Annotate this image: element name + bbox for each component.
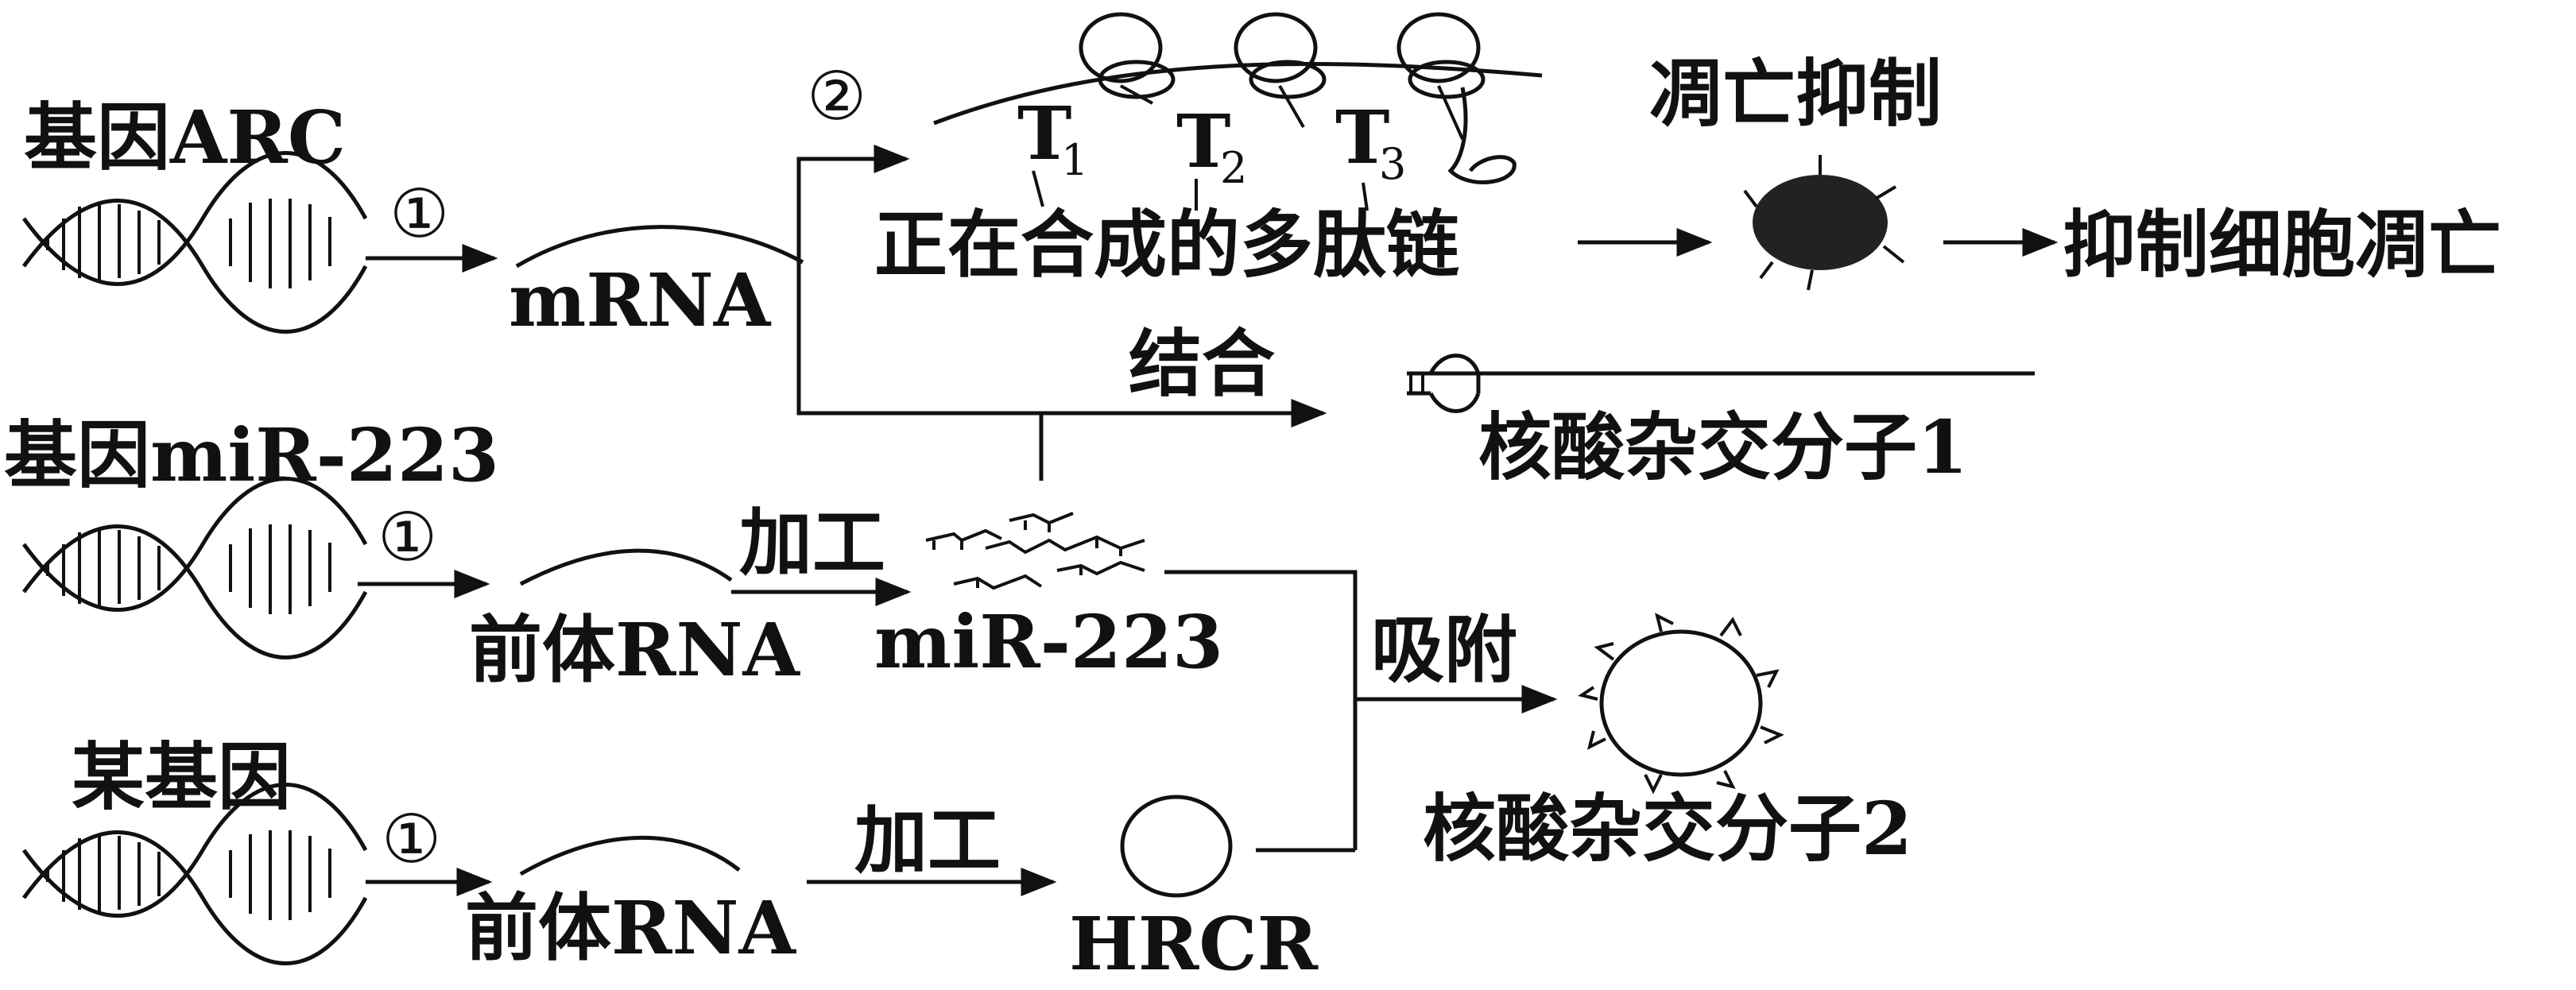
polypeptide-coil-icon bbox=[1447, 87, 1517, 184]
mrna-with-ribosomes bbox=[933, 62, 1543, 126]
step-2-mark: ② bbox=[807, 57, 866, 135]
peptide-label: 正在合成的多肽链 bbox=[874, 202, 1459, 288]
adsorb-label: 吸附 bbox=[1371, 607, 1517, 693]
dna-helix-icon bbox=[21, 783, 368, 965]
precursor-rna-strand bbox=[519, 835, 741, 876]
folded-protein-icon bbox=[1743, 155, 1905, 291]
bind-arrow bbox=[796, 310, 1327, 427]
trna-3-subscript: 3 bbox=[1379, 139, 1406, 189]
trna-icon bbox=[1032, 84, 1464, 211]
precursor-rna-strand bbox=[519, 548, 733, 586]
trna-1-label: T bbox=[1017, 91, 1071, 176]
step-1-mark: ① bbox=[389, 175, 449, 253]
bind-label: 结合 bbox=[1129, 321, 1275, 407]
translation-arrow bbox=[796, 145, 910, 310]
hrcr-circle-icon bbox=[1120, 795, 1233, 898]
ribosome-icon bbox=[1079, 12, 1486, 99]
gene-mir-label: 基因miR-223 bbox=[4, 412, 499, 498]
mrna-label: mRNA bbox=[509, 257, 772, 343]
dna-helix-icon bbox=[21, 477, 368, 659]
inhibit-apoptosis-label: 抑制细胞凋亡 bbox=[2063, 202, 2501, 288]
step-1-mark: ① bbox=[382, 800, 441, 878]
trna-3-label: T bbox=[1335, 95, 1389, 180]
step-1-mark: ① bbox=[378, 498, 437, 576]
mir-223-fragments-icon bbox=[925, 512, 1145, 590]
trna-1-subscript: 1 bbox=[1061, 135, 1088, 185]
dna-helix-icon bbox=[21, 151, 368, 334]
trna-2-subscript: 2 bbox=[1220, 143, 1247, 193]
trna-2-label: T bbox=[1176, 99, 1230, 184]
hybrid-1-label: 核酸杂交分子1 bbox=[1478, 404, 1968, 490]
gene-arc-label: 基因ARC bbox=[24, 95, 346, 180]
mir-to-merge-connector bbox=[1164, 570, 1358, 850]
process-label: 加工 bbox=[739, 500, 885, 586]
hybrid-2-label: 核酸杂交分子2 bbox=[1423, 786, 1912, 872]
mir-223-label: miR-223 bbox=[874, 599, 1223, 685]
process-label: 加工 bbox=[854, 798, 1001, 884]
hrcr-label: HRCR bbox=[1069, 901, 1319, 986]
precursor-rna-label: 前体RNA bbox=[469, 607, 801, 693]
precursor-rna-label: 前体RNA bbox=[465, 885, 797, 971]
mrna-strand bbox=[515, 225, 804, 269]
apoptosis-inhibitor-label: 凋亡抑制 bbox=[1649, 51, 1942, 137]
hybrid-molecule-1-icon bbox=[1407, 354, 2035, 413]
some-gene-label: 某基因 bbox=[72, 734, 291, 820]
hybrid-molecule-2-icon bbox=[1578, 613, 1784, 795]
